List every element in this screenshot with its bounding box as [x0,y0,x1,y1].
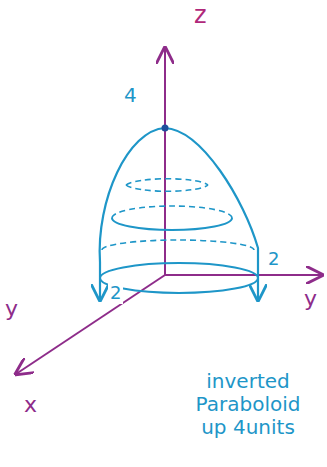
axis-label: x [22,392,39,417]
axis-label: y [302,286,319,311]
axis-label: z [192,2,209,30]
note: inverted Paraboloid up 4units [180,370,316,439]
cross-section-back [102,240,254,250]
radius-value: 2 [266,249,281,270]
height-value: 4 [122,84,139,107]
paraboloid-outline [100,128,258,300]
axis-label: y [3,296,20,321]
x-axis [16,275,165,374]
cross-section-back [126,179,208,185]
vertex-dot [162,125,169,132]
base-ellipse [100,263,258,293]
y-axis [165,274,322,276]
cross-section-front [112,218,232,230]
cross-section-front [126,185,208,191]
radius-value: 2 [108,283,123,304]
cross-section-back [112,206,232,218]
